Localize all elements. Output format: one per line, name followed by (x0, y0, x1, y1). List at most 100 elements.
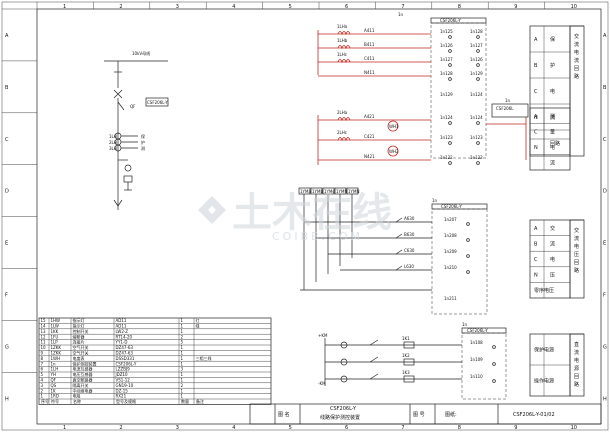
terminal-dot (466, 254, 470, 258)
control-row-label: 1K2 (402, 353, 410, 358)
figno-value: CSF206L-Y-01/02 (513, 412, 555, 418)
title-block: 图 名 CSF206L-Y 线路保护测控装置 图 号 图纸: CSF206L-Y… (249, 403, 602, 425)
watermark-text: 土木在线 (232, 190, 392, 236)
right-table-side-text: 流 (574, 41, 579, 48)
col-number-bottom: 9 (514, 425, 517, 431)
terminal2-label-right: 1n123 (470, 135, 483, 140)
parts-cell: 1ZKK (51, 351, 62, 356)
parts-cell: 隔离开关 (73, 382, 89, 388)
phase-label: C411 (364, 56, 375, 61)
figno-label: 图 号 (413, 412, 425, 418)
protect-label-1: 保 (141, 133, 145, 139)
row-letter-right: C (603, 137, 607, 143)
row-letter-right: H (603, 396, 607, 402)
parts-cell: 1 (181, 351, 184, 356)
phase-label: B411 (364, 42, 375, 47)
col-number: 10 (571, 4, 577, 10)
parts-cell: 中间继电器 (73, 387, 93, 393)
parts-cell: GN19-10 (116, 383, 134, 388)
parts-cell: 电压互感器 (73, 371, 93, 377)
voltage-left-label: C630 (404, 248, 415, 253)
control-right-label: 1n110 (470, 374, 483, 379)
parts-cell: 红 (196, 317, 200, 323)
parts-cell: DZ-15 (116, 388, 129, 393)
terminal-label-right: 1n124 (470, 92, 483, 97)
ct2-coil (337, 117, 351, 122)
parts-cell: 连接片 (73, 339, 85, 345)
row-letter: B (5, 85, 9, 91)
col-number: 4 (232, 4, 235, 10)
parts-cell: 指示灯 (73, 317, 85, 323)
terminal-dot (476, 63, 480, 67)
phase-label: A411 (364, 28, 375, 33)
figno-prefix: 图纸: (445, 411, 457, 418)
parts-cell: RT14-20 (116, 334, 133, 339)
parts-cell: 1 (181, 356, 184, 361)
parts-cell: 1LH (51, 367, 59, 372)
right-table-cell: 电 (550, 256, 555, 263)
terminal-dot (448, 161, 452, 165)
watermark: 土木在线 COIBB.COM (198, 190, 392, 243)
right-table-side (569, 219, 585, 299)
meter-wh2 (387, 145, 399, 157)
right-table-side-text: 电 (574, 49, 579, 56)
right-table-cell: 操作电源 (534, 378, 554, 385)
right-table-cell: N (534, 273, 538, 279)
meter-block-title: 1n (505, 98, 511, 103)
meter-wh2-label: WH2 (389, 149, 399, 154)
current-module-label: CSF206L-Y (440, 18, 461, 23)
ct-label-3: 3LH (109, 146, 117, 151)
parts-cell: 电度表 (73, 355, 85, 361)
terminal2-label: 1n123 (440, 135, 453, 140)
voltage-right-label: 1n207 (444, 217, 457, 222)
terminal-dot (448, 63, 452, 67)
parts-cell: 9 (41, 351, 44, 356)
voltage-right-label: 1n209 (444, 249, 457, 254)
right-table-cell: 测 (550, 113, 555, 120)
parts-cell: 1 (181, 361, 184, 366)
col-number: 8 (458, 4, 461, 10)
right-table-cell: 流 (550, 159, 555, 166)
right-table-cell: N (534, 145, 538, 151)
parts-cell: 电流互感器 (73, 366, 93, 372)
terminal-dot (448, 121, 452, 125)
parts-cell: 1n (51, 361, 57, 366)
parts-cell: QS (51, 383, 57, 388)
voltage-switch (395, 217, 403, 223)
row-letter: A (5, 33, 9, 39)
col-number: 9 (514, 4, 517, 10)
parts-header-cell: 符号 (51, 398, 59, 404)
parts-cell: 5 (41, 372, 44, 377)
control-row-label: 1K3 (402, 370, 410, 375)
terminal-dot (466, 238, 470, 242)
right-table-side-text: 电 (574, 243, 579, 250)
parts-header-cell: 名称 (73, 398, 81, 404)
parts-cell: 1KK (51, 329, 59, 334)
terminal-dot (448, 77, 452, 81)
meter-wh1-label: WH1 (389, 124, 399, 129)
parts-cell: 7 (41, 361, 44, 366)
parts-cell: JDZ10 (115, 372, 129, 377)
ct-label-1: 1LH (109, 134, 117, 139)
parts-cell: AD11 (116, 324, 127, 329)
control-circuit: 1n CSF206L-Y +KM -KM 1K11n1081K21n1091K3… (318, 322, 507, 400)
outgoing-arrow (113, 199, 123, 207)
terminal-dot (466, 270, 470, 274)
parts-cell: RX21 (116, 394, 127, 399)
parts-cell: DZ47-63 (116, 351, 134, 356)
voltage-bus-label: 1YMa (300, 189, 311, 194)
parts-cell: 真空断路器 (73, 377, 93, 383)
ct-label: 1LHa (337, 24, 348, 29)
terminal-dot (476, 141, 480, 145)
right-table-cell: 保护电源 (534, 347, 554, 354)
current-header: 1n (398, 12, 404, 17)
terminal-dot (492, 379, 496, 383)
parts-cell: 1 (181, 329, 184, 334)
col-number-bottom: 8 (458, 425, 461, 431)
control-switch (369, 373, 379, 380)
parts-cell: 1 (41, 394, 44, 399)
parts-cell: 三相三线 (196, 355, 212, 361)
voltage-bus-label: 1YMc (324, 189, 335, 194)
terminal-dot (476, 77, 480, 81)
